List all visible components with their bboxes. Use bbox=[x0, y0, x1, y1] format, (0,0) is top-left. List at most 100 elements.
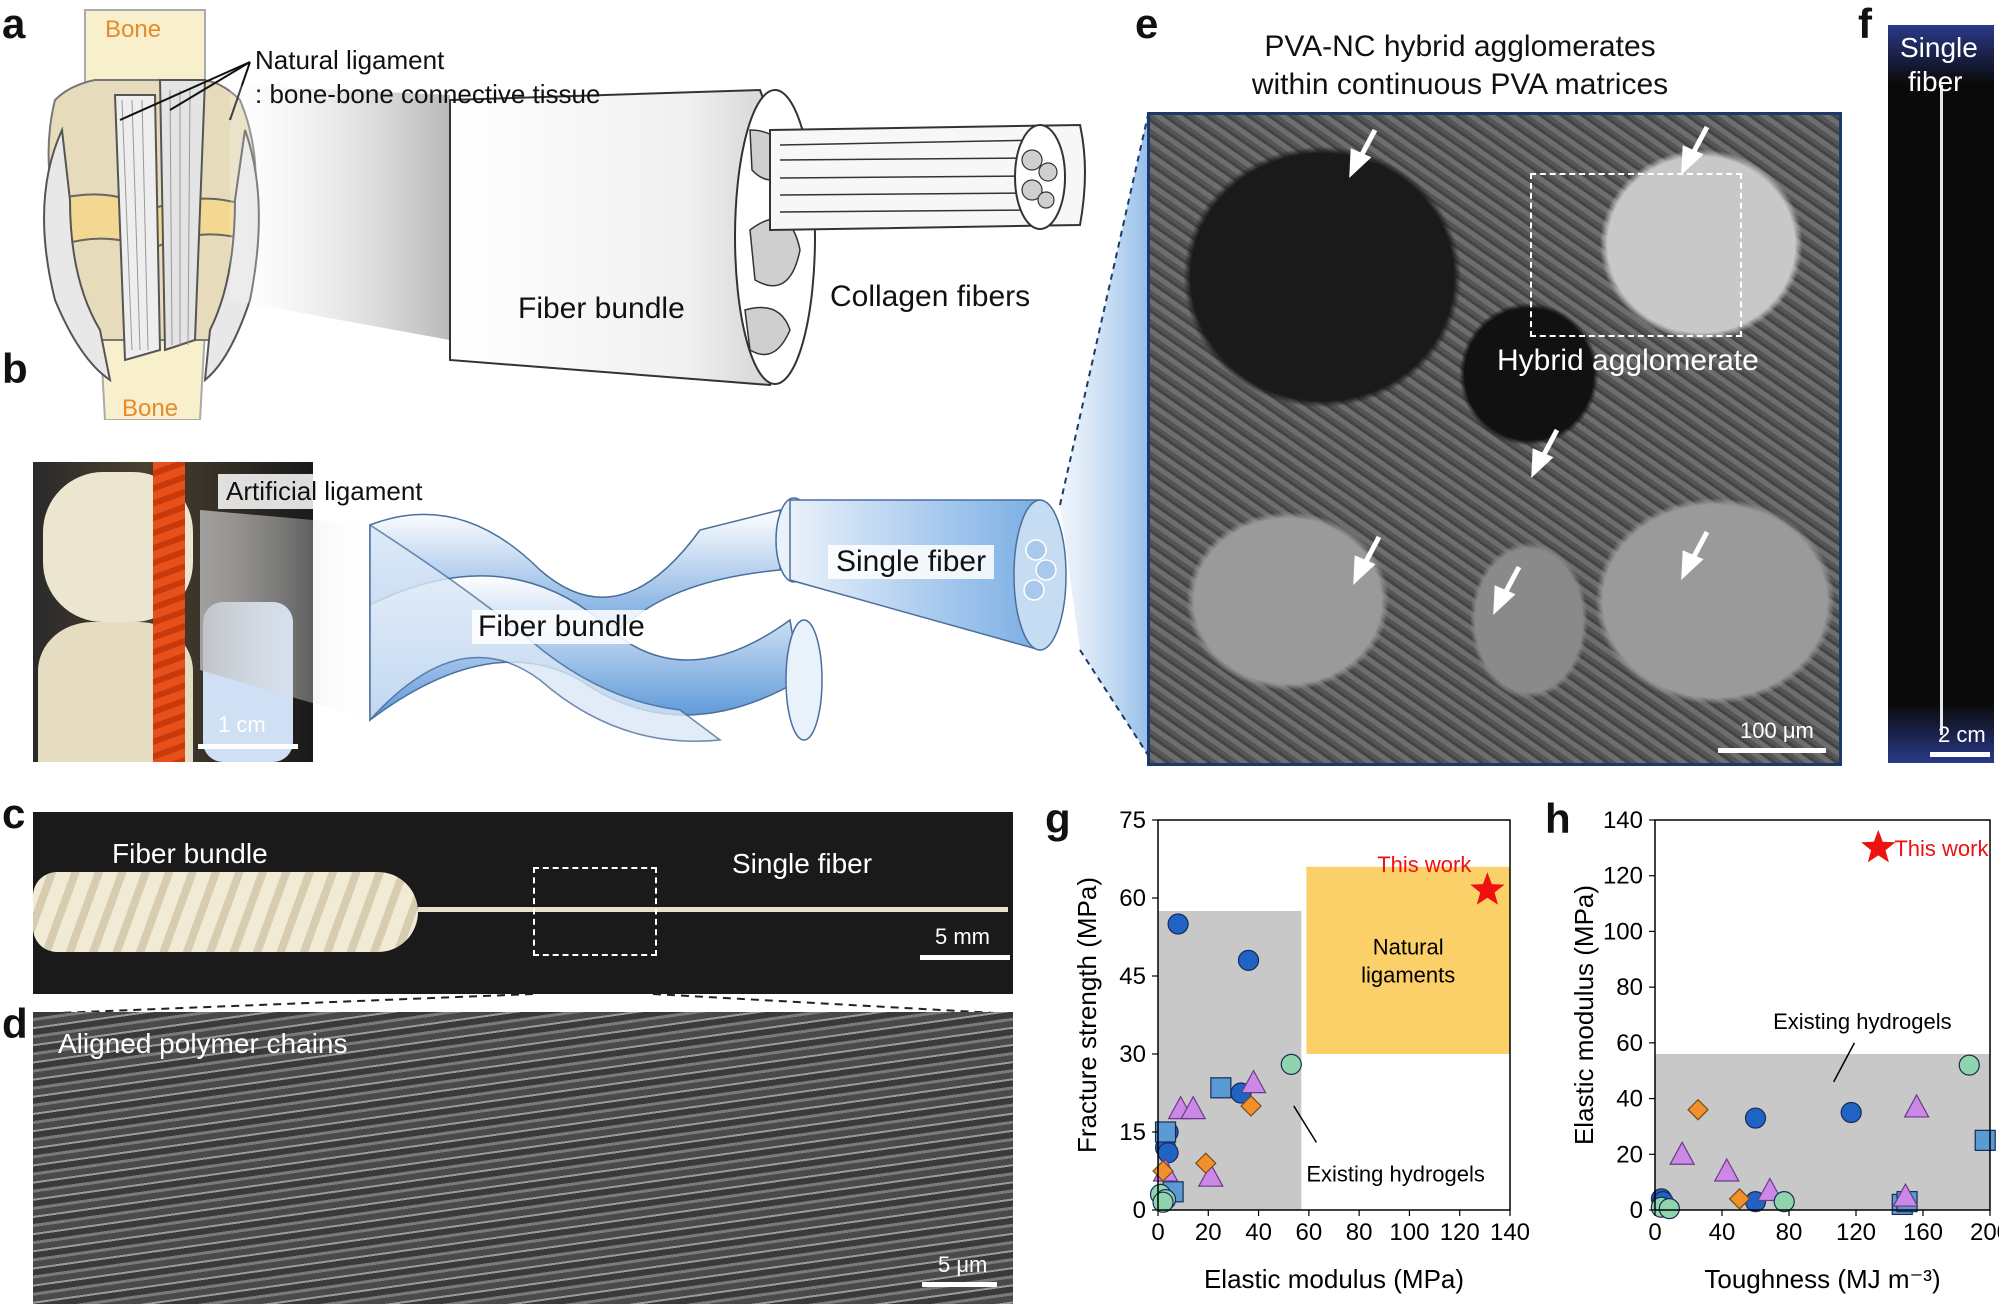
existing-hydrogels-label-h: Existing hydrogels bbox=[1773, 1009, 1952, 1034]
data-point-triangle bbox=[1180, 1095, 1207, 1120]
hybrid-agglomerate-label: Hybrid agglomerate bbox=[1497, 344, 1759, 377]
zoom-lines-cd bbox=[33, 994, 1013, 1014]
data-point-triangle bbox=[1756, 1177, 1783, 1202]
fiber-bundle-label-c: Fiber bundle bbox=[112, 838, 268, 869]
zoom-box-c bbox=[533, 867, 657, 956]
panel-label-d: d bbox=[2, 1000, 28, 1047]
panel-e-title-2: within continuous PVA matrices bbox=[1251, 68, 1669, 101]
scale-label-b: 1 cm bbox=[218, 712, 266, 737]
natural-label-1: Natural bbox=[1373, 934, 1444, 959]
panel-label-g: g bbox=[1045, 795, 1071, 842]
y-tick-label: 45 bbox=[1119, 963, 1146, 990]
y-tick-label: 20 bbox=[1616, 1141, 1643, 1168]
fiber-bundle-label-a: Fiber bundle bbox=[518, 292, 685, 325]
y-tick-label: 30 bbox=[1119, 1041, 1146, 1068]
scale-label-c: 5 mm bbox=[935, 924, 990, 949]
y-tick-label: 75 bbox=[1119, 810, 1146, 834]
data-point-diamond bbox=[1240, 1095, 1262, 1117]
single-fiber-photo bbox=[1888, 25, 1994, 763]
x-tick-label: 40 bbox=[1245, 1219, 1272, 1246]
scale-bar-d bbox=[922, 1282, 997, 1287]
y-tick-label: 60 bbox=[1616, 1030, 1643, 1057]
scale-bar-f bbox=[1930, 752, 1990, 757]
y-tick-label: 100 bbox=[1603, 918, 1643, 945]
scale-label-e: 100 μm bbox=[1740, 718, 1814, 743]
data-point-diamond bbox=[1728, 1188, 1751, 1210]
x-tick-label: 140 bbox=[1490, 1219, 1530, 1246]
data-point-triangle bbox=[1892, 1182, 1919, 1207]
data-point-square bbox=[1210, 1077, 1232, 1099]
scale-label-d: 5 μm bbox=[938, 1252, 988, 1277]
y-tick-label: 15 bbox=[1119, 1119, 1146, 1146]
data-point-circle bbox=[1744, 1107, 1767, 1129]
single-fiber-label-b: Single fiber bbox=[828, 545, 995, 579]
y-axis-label-h: Elastic modulus (MPa) bbox=[1569, 885, 1599, 1145]
x-tick-label: 80 bbox=[1776, 1219, 1803, 1246]
this-work-star-g bbox=[1470, 872, 1505, 905]
y-tick-label: 120 bbox=[1603, 863, 1643, 890]
plot-frame-h bbox=[1654, 819, 1991, 1211]
data-point-circle bbox=[1157, 1142, 1179, 1164]
data-point-diamond bbox=[1194, 1152, 1217, 1175]
panel-e-title-1: PVA-NC hybrid agglomerates bbox=[1264, 30, 1656, 63]
scale-bar-e bbox=[1718, 748, 1826, 753]
y-tick-label: 0 bbox=[1630, 1197, 1643, 1224]
natural-ligament-desc: : bone-bone connective tissue bbox=[255, 79, 601, 109]
panel-label-h: h bbox=[1545, 795, 1571, 842]
scale-label-f: 2 cm bbox=[1938, 722, 1986, 747]
y-axis-label-g: Fracture strength (MPa) bbox=[1072, 877, 1102, 1153]
natural-label-2: ligaments bbox=[1361, 962, 1455, 987]
x-tick-label: 100 bbox=[1389, 1219, 1429, 1246]
single-fiber-label-c: Single fiber bbox=[732, 848, 873, 879]
hybrid-box bbox=[1530, 173, 1742, 337]
existing-hydrogels-region-g bbox=[1158, 911, 1302, 1210]
x-tick-label: 60 bbox=[1296, 1219, 1323, 1246]
this-work-label-h: This work bbox=[1894, 836, 1989, 861]
x-tick-label: 120 bbox=[1440, 1219, 1480, 1246]
y-tick-label: 60 bbox=[1119, 885, 1146, 912]
scale-bar-c bbox=[920, 955, 1010, 960]
arrow-markers bbox=[1349, 125, 1710, 616]
existing-hydrogels-leader-g bbox=[1293, 1105, 1318, 1143]
data-point-triangle bbox=[1197, 1162, 1224, 1187]
plot-frame-g bbox=[1157, 819, 1511, 1211]
data-point-square bbox=[1974, 1129, 1996, 1151]
fiber-photo bbox=[33, 812, 1013, 994]
this-work-label-g: This work bbox=[1377, 852, 1472, 877]
data-point-circle bbox=[1280, 1053, 1302, 1075]
collagen-fibers-label: Collagen fibers bbox=[830, 280, 1031, 313]
panel-label-e: e bbox=[1135, 0, 1159, 47]
fiber-label-f: fiber bbox=[1908, 66, 1963, 97]
data-point-circle bbox=[1167, 913, 1189, 935]
data-point-circle bbox=[1152, 1191, 1174, 1213]
zoom-lines-be bbox=[1059, 114, 1149, 756]
sem-image-hybrid-agglomerates bbox=[1147, 112, 1842, 766]
bone-bottom-label: Bone bbox=[122, 395, 179, 422]
scale-bar-b bbox=[198, 744, 298, 749]
data-point-triangle bbox=[1240, 1069, 1267, 1094]
existing-hydrogels-label-g: Existing hydrogels bbox=[1306, 1161, 1485, 1186]
y-tick-label: 40 bbox=[1616, 1086, 1643, 1113]
x-tick-label: 80 bbox=[1346, 1219, 1373, 1246]
single-label-f: Single bbox=[1900, 32, 1978, 63]
data-point-triangle bbox=[1903, 1093, 1930, 1118]
panel-label-a: a bbox=[2, 0, 26, 47]
panel-a-illustration bbox=[43, 9, 1086, 420]
chart-h: 04080120160200020406080100120140 Existin… bbox=[1569, 810, 1999, 1294]
data-point-circle bbox=[1658, 1198, 1680, 1220]
x-tick-label: 0 bbox=[1648, 1219, 1661, 1246]
data-point-diamond bbox=[1687, 1098, 1709, 1121]
panel-label-b: b bbox=[2, 345, 28, 392]
bone-top-label: Bone bbox=[105, 16, 162, 43]
natural-ligament-label: Natural ligament bbox=[255, 45, 445, 75]
x-axis-label-g: Elastic modulus (MPa) bbox=[1204, 1264, 1464, 1294]
data-point-triangle bbox=[1713, 1157, 1740, 1182]
data-point-triangle bbox=[1669, 1141, 1696, 1165]
existing-hydrogels-region-h bbox=[1655, 1054, 1990, 1210]
artificial-ligament-label: Artificial ligament bbox=[218, 474, 431, 509]
x-tick-label: 0 bbox=[1151, 1219, 1164, 1246]
data-point-circle bbox=[1237, 949, 1260, 971]
x-tick-label: 20 bbox=[1195, 1219, 1222, 1246]
aligned-polymer-label: Aligned polymer chains bbox=[58, 1028, 348, 1059]
